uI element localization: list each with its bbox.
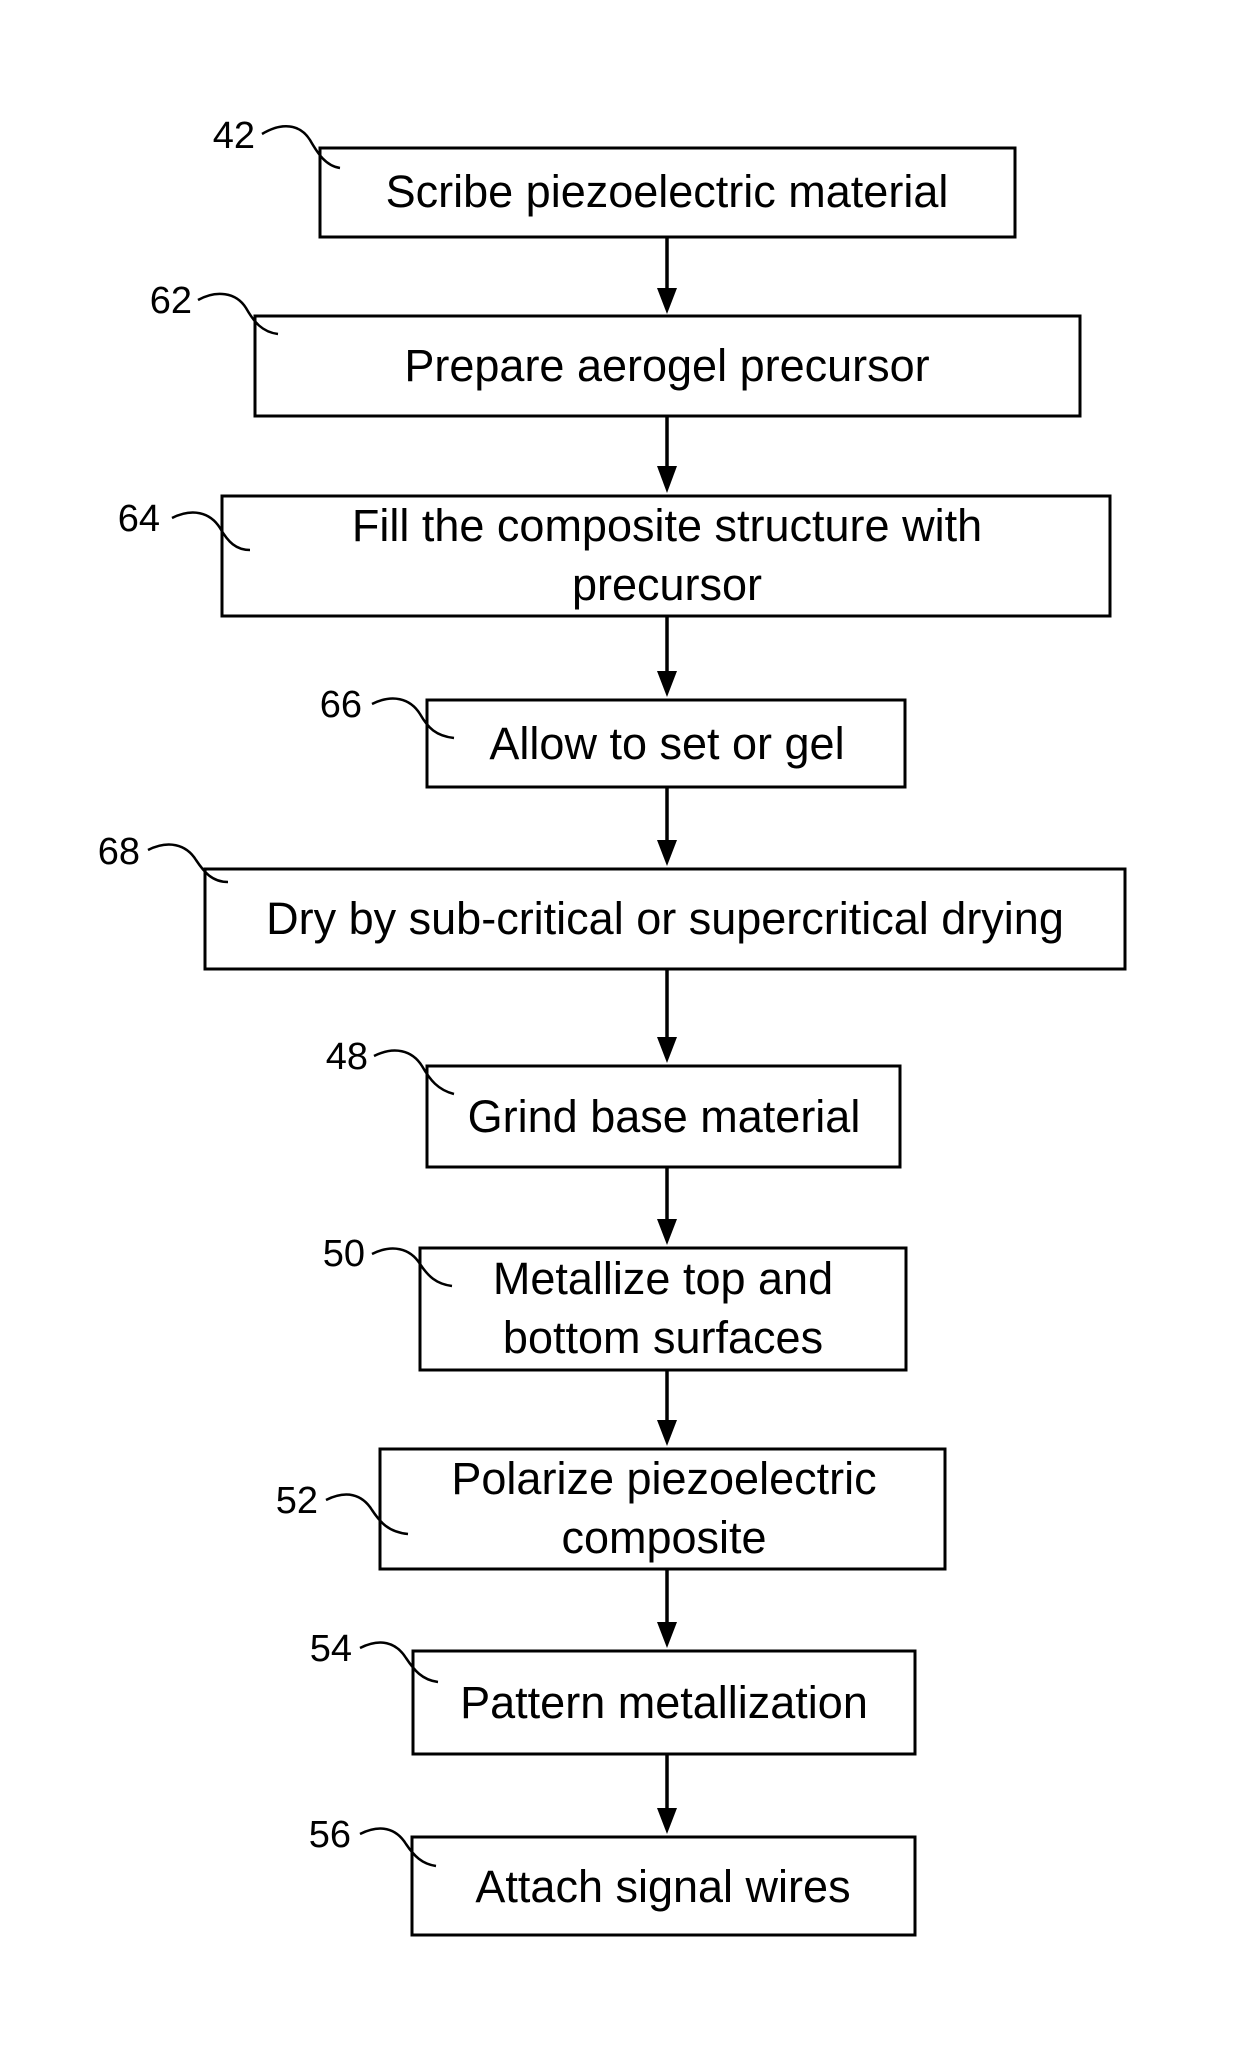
reference-numeral: 66 — [320, 684, 362, 726]
step-label: Dry by sub-critical or supercritical dry… — [266, 893, 1064, 944]
flow-arrow-head — [657, 1037, 677, 1063]
step-68: Dry by sub-critical or supercritical dry… — [98, 831, 1125, 969]
reference-numeral: 62 — [150, 280, 192, 322]
flow-arrow-head — [657, 1420, 677, 1446]
reference-numeral: 52 — [276, 1480, 318, 1522]
flow-arrow-head — [657, 671, 677, 697]
step-label-line-2: precursor — [572, 559, 762, 610]
flow-arrow-head — [657, 840, 677, 866]
flow-arrow-head — [657, 1622, 677, 1648]
step-54: Pattern metallization 54 — [310, 1628, 915, 1754]
step-42: Scribe piezoelectric material 42 — [213, 115, 1015, 237]
flow-arrow-head — [657, 288, 677, 314]
flow-arrow-head — [657, 466, 677, 493]
step-62: Prepare aerogel precursor 62 — [150, 280, 1080, 416]
step-label-line-1: Polarize piezoelectric — [451, 1453, 876, 1504]
reference-numeral: 68 — [98, 831, 140, 873]
flow-arrow-head — [657, 1808, 677, 1834]
step-label: Grind base material — [468, 1091, 861, 1142]
reference-numeral: 48 — [326, 1036, 368, 1078]
step-label: Prepare aerogel precursor — [404, 340, 929, 391]
step-label-line-1: Fill the composite structure with — [352, 500, 982, 551]
step-label: Pattern metallization — [460, 1677, 868, 1728]
step-label: Scribe piezoelectric material — [386, 166, 949, 217]
reference-numeral: 50 — [323, 1233, 365, 1275]
step-66: Allow to set or gel 66 — [320, 684, 905, 787]
step-label: Allow to set or gel — [489, 718, 844, 769]
reference-numeral: 54 — [310, 1628, 352, 1670]
step-64: Fill the composite structure with precur… — [118, 496, 1110, 616]
step-56: Attach signal wires 56 — [309, 1814, 915, 1935]
step-52: Polarize piezoelectric composite 52 — [276, 1449, 945, 1569]
step-48: Grind base material 48 — [326, 1036, 900, 1167]
step-label-line-2: bottom surfaces — [503, 1312, 823, 1363]
flow-arrow-head — [657, 1219, 677, 1245]
reference-numeral: 42 — [213, 115, 255, 157]
step-label: Attach signal wires — [475, 1861, 850, 1912]
reference-numeral: 64 — [118, 498, 160, 540]
reference-numeral: 56 — [309, 1814, 351, 1856]
step-label-line-1: Metallize top and — [493, 1253, 833, 1304]
step-50: Metallize top and bottom surfaces 50 — [323, 1233, 906, 1370]
step-label-line-2: composite — [561, 1512, 766, 1563]
